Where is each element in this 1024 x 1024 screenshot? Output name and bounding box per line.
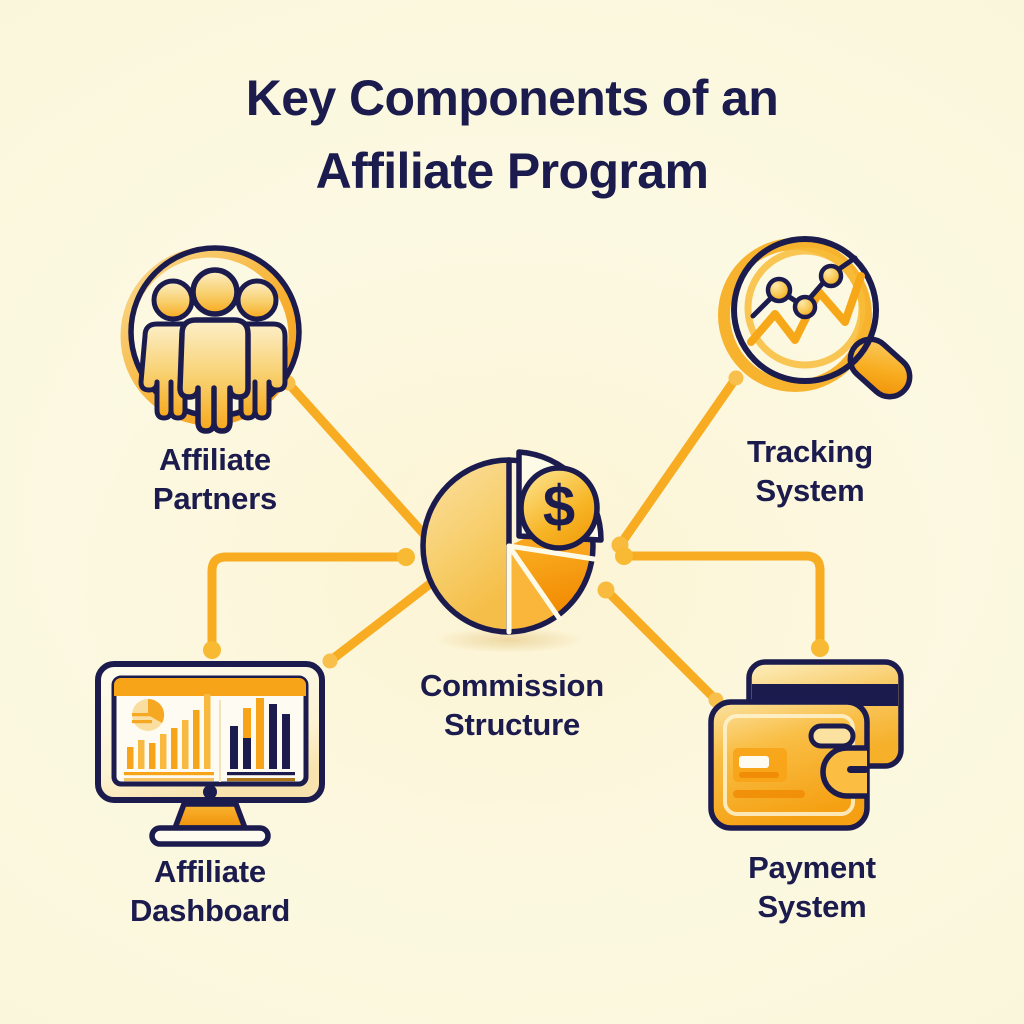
node-label-line-2: Partners (152, 481, 278, 517)
magnifying-glass-trend-chart-icon (718, 235, 913, 399)
page-title: Key Components of an Affiliate Program (0, 62, 1024, 208)
affiliate-dashboard-icon-wrap (60, 652, 360, 852)
tracking-system-icon-wrap (660, 232, 960, 432)
node-label-payment-system: Payment System (662, 848, 962, 927)
wallet (708, 699, 870, 831)
node-label-line-1: Affiliate (154, 854, 266, 889)
dollar-sign-glyph: $ (543, 474, 575, 539)
pie-slice-partner-share (420, 457, 512, 635)
dashboard-amber-bars (127, 694, 211, 769)
payment-system-icon-wrap (662, 648, 962, 848)
affiliate-partners-icon-wrap (65, 240, 365, 440)
node-label-line-2: Dashboard (129, 893, 291, 929)
node-commission-structure[interactable]: $ Commission Structure (362, 428, 662, 745)
connector-center-to-dashboard-elbow (203, 548, 415, 659)
dollar-coin-badge: $ (518, 465, 600, 551)
node-label-line-2: System (757, 889, 867, 925)
commission-structure-icon-wrap: $ (362, 428, 662, 660)
pie-chart-with-dollar-coin: $ (420, 449, 604, 653)
center-label-line-2: Structure (443, 707, 580, 743)
three-people-in-circle-icon (120, 245, 302, 434)
node-label-line-2: System (755, 473, 865, 509)
dashboard-mini-pie (132, 698, 165, 731)
wallet-and-credit-card-icon (708, 659, 904, 831)
node-label-line-1: Tracking (747, 434, 873, 469)
desktop-monitor-bar-charts-icon (95, 661, 325, 847)
center-label-line-1: Commission (419, 668, 605, 703)
node-label-tracking-system: Tracking System (660, 432, 960, 511)
node-label-line-1: Payment (748, 850, 876, 885)
node-tracking-system[interactable]: Tracking System (660, 232, 960, 511)
node-label-affiliate-dashboard: Affiliate Dashboard (60, 852, 360, 931)
dashboard-mixed-bars (230, 698, 290, 769)
node-affiliate-partners[interactable]: Affiliate Partners (65, 240, 365, 519)
node-label-commission-structure: Commission Structure (362, 666, 662, 745)
page-title-line-1: Key Components of an (245, 70, 779, 126)
node-label-line-1: Affiliate (159, 442, 271, 477)
connector-center-to-payment-elbow (615, 547, 829, 657)
node-label-affiliate-partners: Affiliate Partners (65, 440, 365, 519)
page-title-line-2: Affiliate Program (315, 143, 709, 199)
node-affiliate-dashboard[interactable]: Affiliate Dashboard (60, 652, 360, 931)
node-payment-system[interactable]: Payment System (662, 648, 962, 927)
